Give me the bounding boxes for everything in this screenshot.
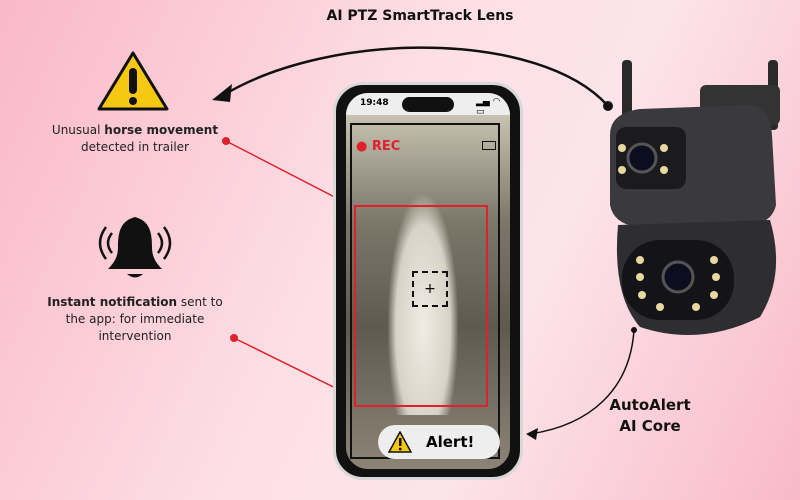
clock: 19:48 xyxy=(360,98,389,108)
notification-caption: Instant notification sent to the app: fo… xyxy=(45,294,225,345)
focus-crosshair-icon: + xyxy=(412,271,448,307)
status-bar: 19:48 ▂▄ ◠ ▭ xyxy=(346,93,510,117)
headline: AI PTZ SmartTrack Lens xyxy=(326,8,514,24)
warning-icon xyxy=(388,431,412,453)
phone: + ● REC Alert! 19:48 ▂▄ ◠ ▭ xyxy=(333,82,523,480)
alert-notification[interactable]: Alert! xyxy=(378,425,500,459)
phone-screen: + ● REC Alert! 19:48 ▂▄ ◠ ▭ xyxy=(346,93,510,469)
live-camera-feed[interactable]: + ● REC Alert! xyxy=(346,115,510,469)
caption-text: sent to the app: for immediate intervent… xyxy=(65,295,223,343)
autoalert-ai-core-label: AutoAlert AI Core xyxy=(590,395,710,437)
caption-text: Unusual xyxy=(51,123,105,137)
caption-text: detected in trailer xyxy=(81,140,189,154)
core-line-2: AI Core xyxy=(619,417,681,435)
signal-wifi-battery-icon: ▂▄ ◠ ▭ xyxy=(476,97,500,117)
alert-label: Alert! xyxy=(426,433,475,451)
dynamic-island xyxy=(402,97,454,112)
arc-camera-to-core xyxy=(529,329,635,435)
detection-box xyxy=(354,205,488,407)
warning-icon xyxy=(97,51,169,111)
rec-label: REC xyxy=(371,139,401,154)
caption-bold: Instant notification xyxy=(47,295,178,309)
core-line-1: AutoAlert xyxy=(609,396,691,414)
arrow-head-icon xyxy=(212,84,232,102)
ptz-camera-image xyxy=(610,60,780,335)
arc-camera-to-warning xyxy=(221,46,609,107)
battery-icon xyxy=(482,141,496,150)
bell-icon xyxy=(98,217,172,278)
rec-indicator: ● REC xyxy=(356,139,401,154)
movement-caption: Unusual horse movement detected in traile… xyxy=(30,122,240,156)
caption-bold: horse movement xyxy=(104,123,219,137)
